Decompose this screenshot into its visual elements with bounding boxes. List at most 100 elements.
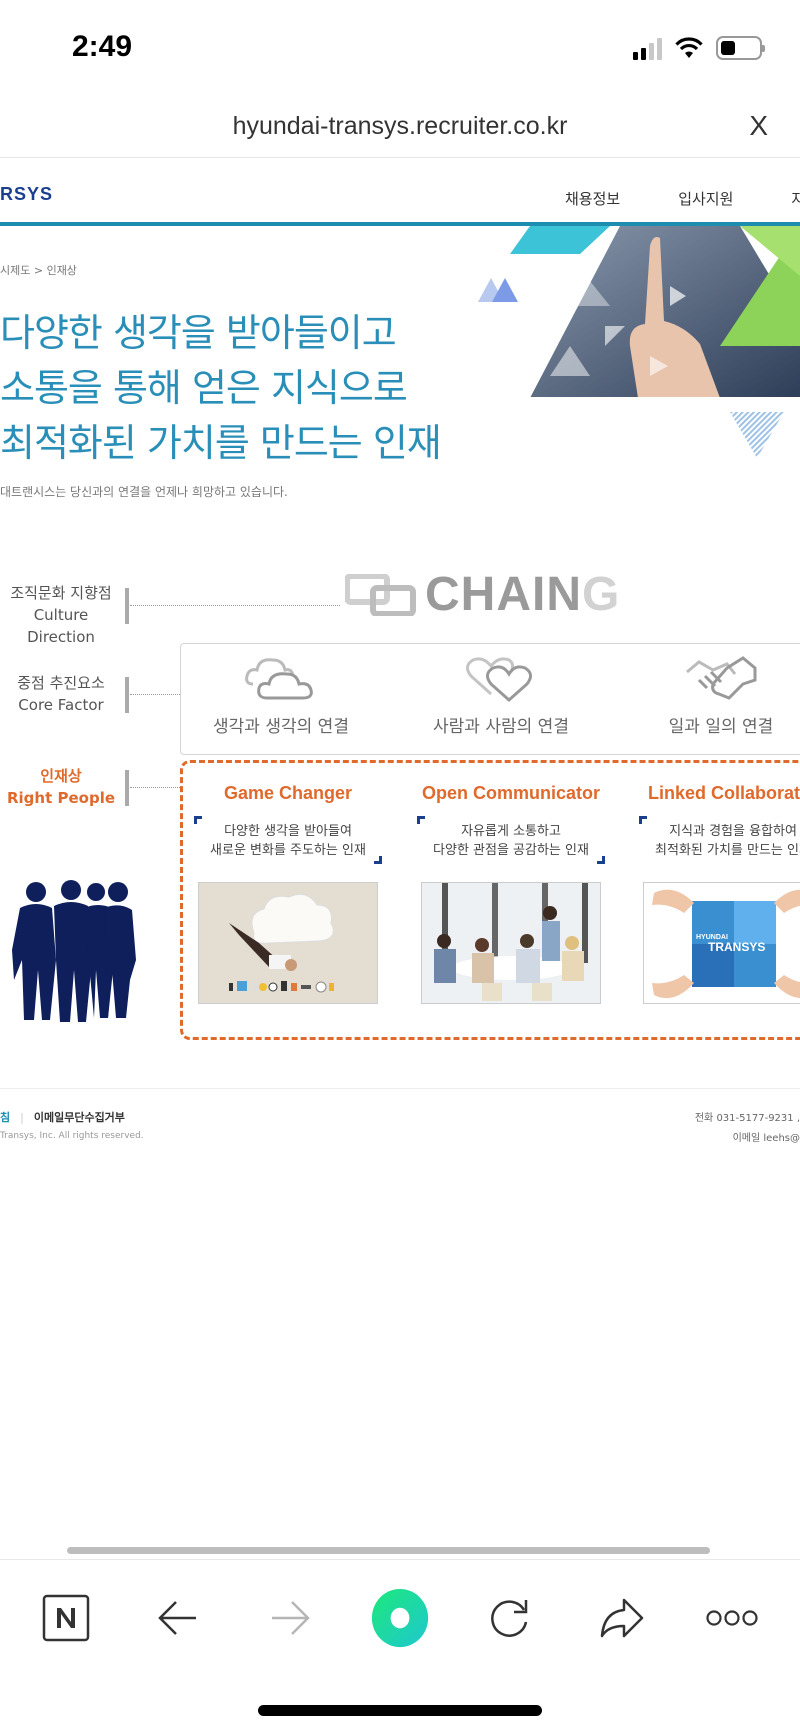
- site-header: RSYS 채용정보 입사지원 자: [0, 158, 800, 226]
- core-item-people: 사람과 사람의 연결: [401, 654, 601, 737]
- quote-close-icon: [597, 856, 605, 864]
- headline-line-2: 소통을 통해 얻은 지식으로: [0, 366, 408, 410]
- home-indicator[interactable]: [258, 1705, 542, 1716]
- page-subtitle: 대트랜시스는 당신과의 연결을 언제나 희망하고 있습니다.: [0, 485, 288, 499]
- footer-separator: |: [20, 1111, 24, 1124]
- more-dots-icon: [706, 1610, 758, 1626]
- connector-line: [130, 694, 180, 695]
- people-silhouette-icon: [12, 880, 136, 1022]
- site-logo[interactable]: RSYS: [0, 184, 54, 204]
- puzzle-text-hyundai: HYUNDAI: [696, 934, 728, 941]
- core-factor-label: 중점 추진요소 Core Factor: [0, 672, 122, 716]
- linked-collaborator-photo: HYUNDAI TRANSYS: [643, 882, 800, 1004]
- people-card-open-communicator: Open Communicator 자유롭게 소통하고 다양한 관점을 공감하는…: [411, 783, 611, 1004]
- nav-item-apply[interactable]: 입사지원: [678, 190, 734, 208]
- status-icons: [633, 36, 765, 60]
- wifi-icon: [675, 37, 703, 58]
- row-marker: [125, 677, 129, 713]
- quote-open-icon: [417, 816, 425, 824]
- quote-open-icon: [194, 816, 202, 824]
- status-time: 2:49: [72, 30, 133, 63]
- chain-link-icon: [345, 573, 416, 616]
- page-title: 다양한 생각을 받아들이고 소통을 통해 얻은 지식으로 최적화된 가치를 만드…: [0, 306, 442, 471]
- headline-line-1: 다양한 생각을 받아들이고: [0, 311, 397, 355]
- url-text[interactable]: hyundai-transys.recruiter.co.kr: [232, 112, 568, 140]
- row-marker: [125, 588, 129, 624]
- green-dot-button[interactable]: [370, 1588, 430, 1648]
- clouds-icon: [245, 658, 313, 700]
- culture-direction-label-ko: 조직문화 지향점: [10, 584, 112, 602]
- main-nav: 채용정보 입사지원 자: [565, 188, 800, 209]
- people-card-desc: 자유롭게 소통하고 다양한 관점을 공감하는 인재: [411, 816, 611, 864]
- right-people-label-en: Right People: [6, 789, 116, 807]
- people-card-desc-line: 자유롭게 소통하고: [461, 824, 561, 839]
- right-people-label: 인재상 Right People: [0, 765, 122, 809]
- hearts-icon: [466, 657, 532, 703]
- battery-icon: [716, 36, 765, 60]
- people-card-title: Game Changer: [223, 783, 353, 803]
- horizontal-scrollbar[interactable]: [67, 1547, 710, 1554]
- people-card-title: Linked Collaborator: [647, 783, 800, 803]
- decorative-triangles-icon: [478, 278, 518, 302]
- people-card-desc-line: 다양한 생각을 받아들여: [224, 824, 352, 839]
- quote-close-icon: [374, 856, 382, 864]
- culture-direction-label: 조직문화 지향점 Culture Direction: [0, 582, 122, 648]
- core-factor-label-ko: 중점 추진요소: [17, 674, 105, 692]
- site-footer: 침 | 이메일무단수집거부 Transys, Inc. All rights res…: [0, 1088, 800, 1148]
- nav-item-more[interactable]: 자: [791, 190, 800, 208]
- quote-open-icon: [639, 816, 647, 824]
- headline-line-3: 최적화된 가치를 만드는 인재: [0, 421, 442, 465]
- share-button[interactable]: [592, 1588, 652, 1648]
- reload-icon: [491, 1600, 528, 1637]
- core-item-label: 사람과 사람의 연결: [433, 717, 569, 737]
- puzzle-text-transys: TRANSYS: [708, 940, 765, 954]
- hero-image: [510, 226, 800, 398]
- share-arrow-icon: [600, 1598, 644, 1638]
- chaing-logo: CHAING: [345, 567, 620, 622]
- cellular-signal-icon: [633, 36, 662, 60]
- naver-home-button[interactable]: [36, 1588, 96, 1648]
- breadcrumb: 시제도 > 인재상: [0, 264, 77, 277]
- url-bar: hyundai-transys.recruiter.co.kr X: [0, 100, 800, 158]
- people-card-game-changer: Game Changer 다양한 생각을 받아들여 새로운 변화를 주도하는 인…: [188, 783, 388, 1004]
- culture-direction-label-en: Culture Direction: [27, 606, 95, 646]
- open-communicator-photo: [421, 882, 601, 1004]
- right-people-label-ko: 인재상: [40, 767, 82, 785]
- footer-link-privacy[interactable]: 침: [0, 1111, 11, 1124]
- people-card-desc-line: 최적화된 가치를 만드는 인재: [655, 843, 800, 858]
- decorative-striped-triangle-icon: [730, 412, 784, 458]
- row-marker: [125, 770, 129, 806]
- footer-link-email-refusal[interactable]: 이메일무단수집거부: [33, 1111, 125, 1124]
- back-button[interactable]: [148, 1588, 208, 1648]
- chaing-text-last: G: [582, 568, 621, 621]
- right-people-box: Game Changer 다양한 생각을 받아들여 새로운 변화를 주도하는 인…: [180, 760, 800, 1040]
- core-item-label: 일과 일의 연결: [668, 717, 774, 737]
- people-card-desc: 지식과 경험을 융합하여 최적화된 가치를 만드는 인재: [633, 816, 800, 860]
- people-card-title: Open Communicator: [421, 783, 600, 803]
- people-card-desc-line: 지식과 경험을 융합하여: [669, 824, 797, 839]
- people-card-desc: 다양한 생각을 받아들여 새로운 변화를 주도하는 인재: [188, 816, 388, 864]
- reload-button[interactable]: [480, 1588, 540, 1648]
- close-icon[interactable]: X: [749, 110, 768, 141]
- core-item-work: 일과 일의 연결: [621, 654, 800, 737]
- people-card-desc-line: 다양한 관점을 공감하는 인재: [433, 843, 589, 858]
- handshake-icon: [686, 656, 757, 700]
- connector-line: [130, 605, 340, 606]
- footer-email: 이메일 leehs@: [732, 1133, 800, 1144]
- green-dot-icon: [371, 1588, 429, 1648]
- footer-copyright: Transys, Inc. All rights reserved.: [0, 1131, 144, 1141]
- status-bar: 2:49: [0, 0, 800, 100]
- forward-button[interactable]: [260, 1588, 320, 1648]
- core-item-label: 생각과 생각의 연결: [213, 717, 349, 737]
- people-card-linked-collaborator: Linked Collaborator 지식과 경험을 융합하여 최적화된 가치…: [633, 783, 800, 1004]
- nav-item-jobs[interactable]: 채용정보: [565, 190, 621, 208]
- more-menu-button[interactable]: [702, 1588, 762, 1648]
- core-factor-label-en: Core Factor: [18, 696, 104, 714]
- people-card-desc-line: 새로운 변화를 주도하는 인재: [210, 843, 366, 858]
- chaing-text-main: CHAIN: [425, 568, 582, 621]
- game-changer-photo: [198, 882, 378, 1004]
- core-factor-box: 생각과 생각의 연결 사람과 사람의 연결 일과 일의 연결: [180, 643, 800, 755]
- connector-line: [130, 787, 180, 788]
- footer-phone: 전화 031-5177-9231 ,: [694, 1113, 800, 1124]
- chaing-wordmark: CHAING: [425, 567, 620, 622]
